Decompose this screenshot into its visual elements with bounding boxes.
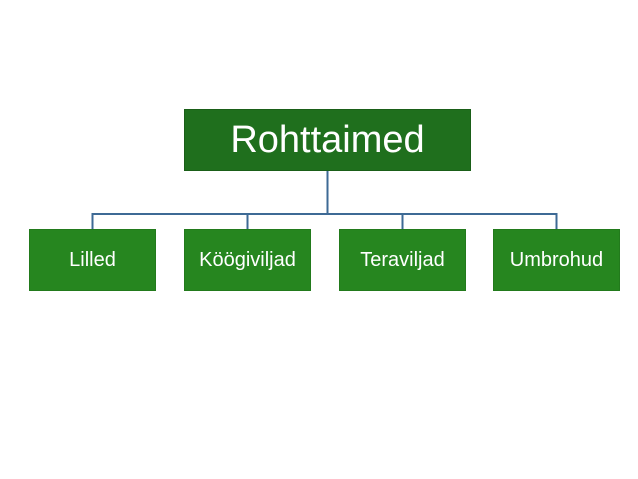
child-node-teraviljad: Teraviljad [339,229,466,291]
child-node-umbrohud: Umbrohud [493,229,620,291]
child-node-koogiviljad: Köögiviljad [184,229,311,291]
child-node-label: Köögiviljad [199,248,296,271]
root-node-label: Rohttaimed [230,118,425,161]
root-node: Rohttaimed [184,109,471,171]
child-node-label: Lilled [69,248,116,271]
child-node-lilled: Lilled [29,229,156,291]
child-node-label: Teraviljad [360,248,445,271]
child-node-label: Umbrohud [509,248,604,271]
